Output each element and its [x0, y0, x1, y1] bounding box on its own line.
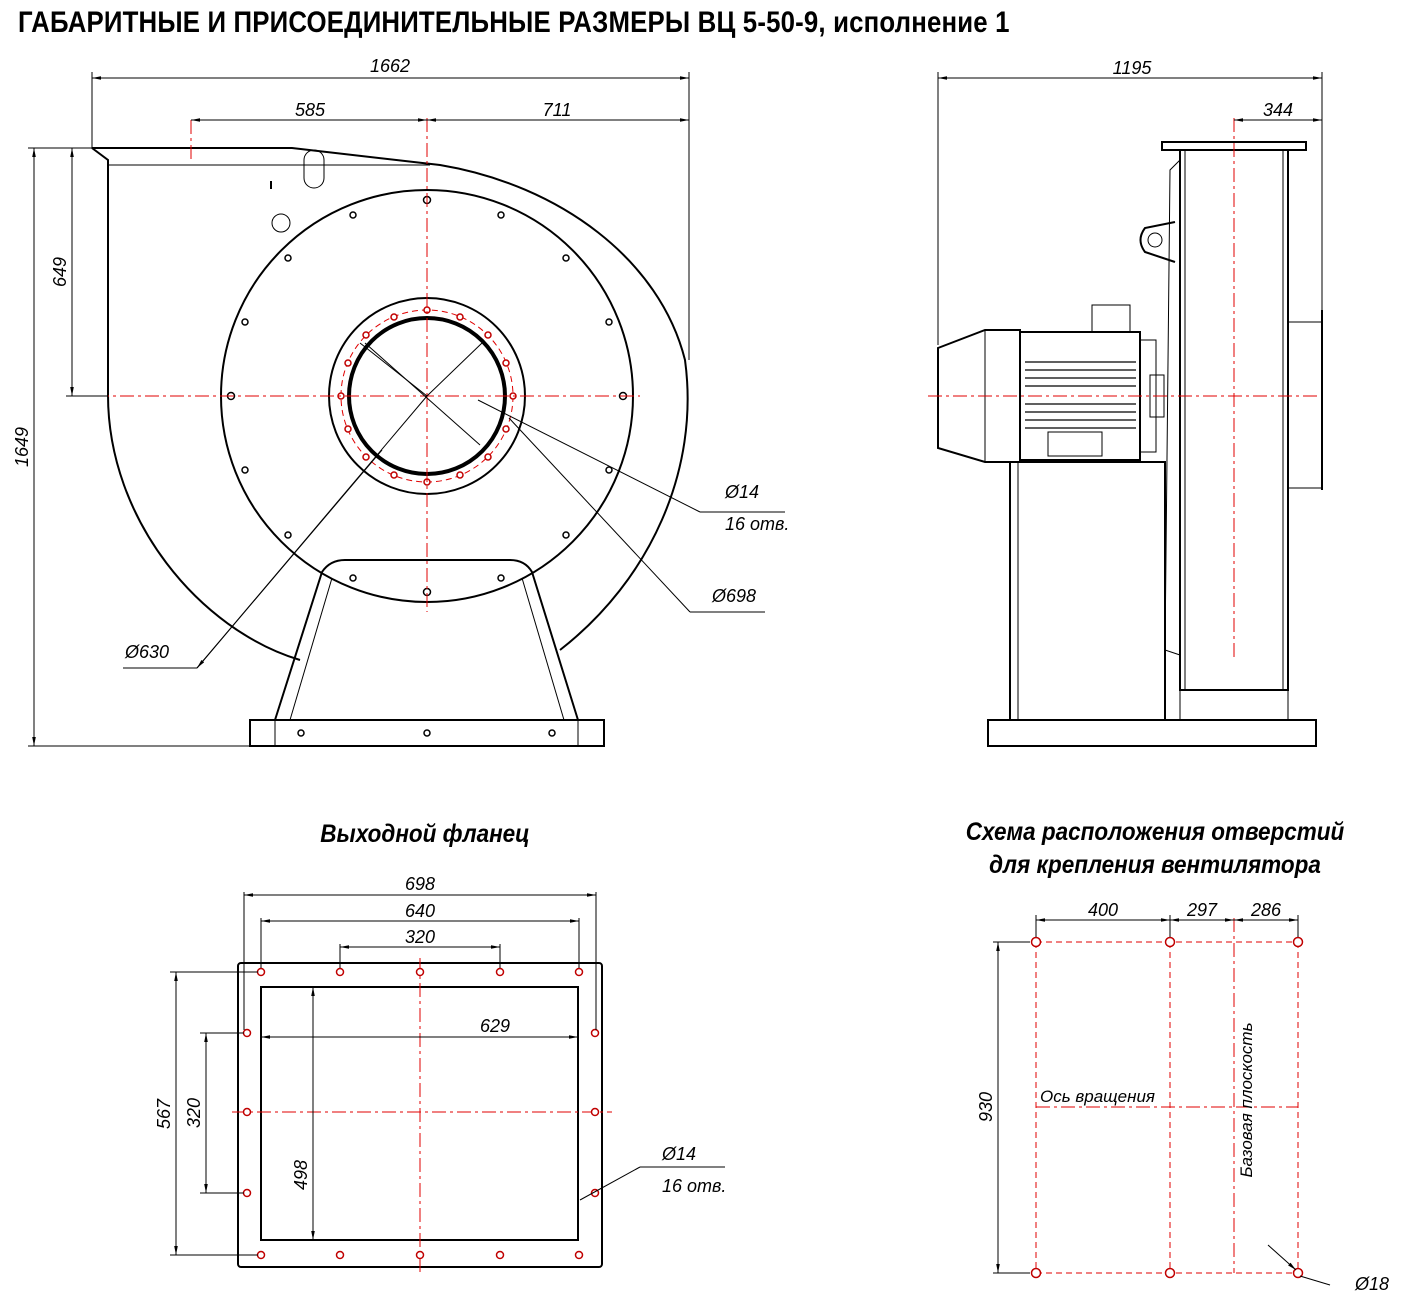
- base-plane-label: Базовая плоскость: [1237, 1022, 1256, 1177]
- support-stand: [274, 559, 579, 721]
- mounting-holes-title: Схема расположения отверстий для креплен…: [948, 816, 1362, 882]
- flange-dim-320: 320: [405, 927, 435, 947]
- drain-hole: [271, 213, 291, 233]
- flange-dim-567: 567: [154, 1098, 174, 1129]
- front-dim-585: 585: [295, 100, 326, 120]
- side-stand: [1009, 461, 1166, 721]
- mounting-hole-markers: [1030, 936, 1304, 1279]
- flange-hole-count: 16 отв.: [662, 1176, 726, 1196]
- mount-dim-400: 400: [1088, 900, 1118, 920]
- fan-housing: [91, 147, 689, 661]
- front-bolt-circle-dia: Ø698: [711, 586, 756, 606]
- side-base: [987, 719, 1317, 747]
- base-plate: [249, 719, 605, 747]
- front-dim-649: 649: [50, 257, 70, 287]
- motor: [937, 304, 1165, 463]
- front-inlet-dia: Ø630: [124, 642, 169, 662]
- flange-dim-698: 698: [405, 874, 435, 894]
- mount-dim-297: 297: [1186, 900, 1218, 920]
- front-hole-dia: Ø14: [724, 482, 759, 502]
- page-title: ГАБАРИТНЫЕ И ПРИСОЕДИНИТЕЛЬНЫЕ РАЗМЕРЫ В…: [18, 6, 1010, 39]
- flange-dim-498: 498: [291, 1160, 311, 1190]
- flange-dim-629: 629: [480, 1016, 510, 1036]
- outlet-flange-title: Выходной фланец: [320, 820, 530, 848]
- flange-hole-dia: Ø14: [661, 1144, 696, 1164]
- mounting-holes-view: 400 297 286 930 Ось вращения Базовая пло…: [976, 900, 1389, 1293]
- outlet-flange-view: 698 640 320 629 567 320 498 Ø14 16 отв.: [154, 874, 726, 1275]
- mounting-holes-title-line2: для крепления вентилятора: [989, 851, 1321, 879]
- front-hole-count: 16 отв.: [725, 514, 789, 534]
- side-dim-1195: 1195: [1113, 58, 1153, 78]
- front-view: 1662 585 711 1649 649 Ø14 16 отв. Ø630 Ø…: [12, 56, 789, 747]
- front-dim-1649: 1649: [12, 427, 32, 467]
- side-view: 1195 344: [928, 58, 1323, 747]
- rotation-axis-label: Ось вращения: [1040, 1087, 1155, 1106]
- housing-slot: [303, 149, 325, 189]
- side-dim-344: 344: [1263, 100, 1293, 120]
- mount-hole-dia: Ø18: [1354, 1274, 1389, 1293]
- flange-dim-320-v: 320: [184, 1098, 204, 1128]
- front-dim-1662: 1662: [370, 56, 410, 76]
- front-dim-711: 711: [543, 100, 572, 120]
- flange-dim-640: 640: [405, 901, 435, 921]
- inlet-flange-holes: [337, 306, 517, 486]
- lifting-lug: [1139, 221, 1176, 263]
- flange-holes: [242, 967, 600, 1260]
- mount-dim-286: 286: [1250, 900, 1282, 920]
- mounting-holes-title-line1: Схема расположения отверстий: [965, 818, 1345, 846]
- mount-dim-930: 930: [976, 1092, 996, 1122]
